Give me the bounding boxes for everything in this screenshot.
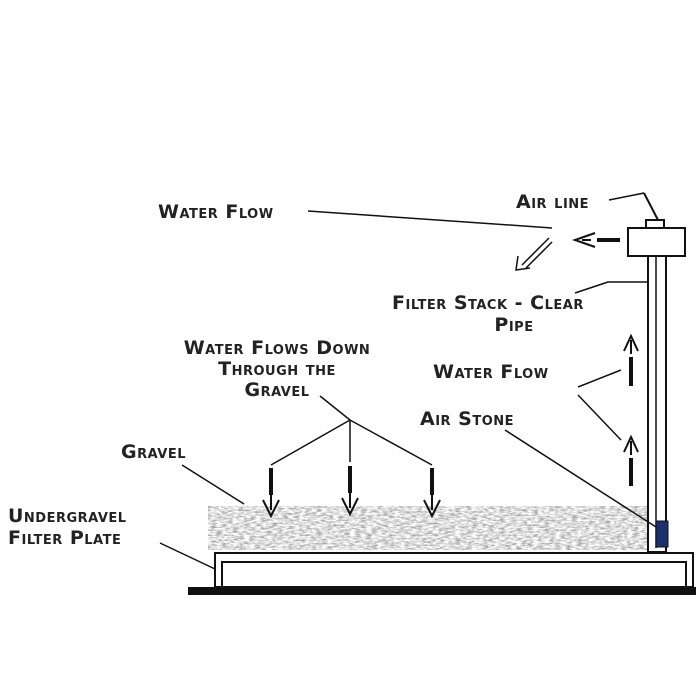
downflow-arrow-middle <box>341 466 359 517</box>
leader-downflow-3 <box>349 419 433 466</box>
base-floor <box>188 587 696 595</box>
downflow-arrows <box>262 466 441 519</box>
undergravel-filter-plate <box>214 552 694 588</box>
leader-water-flow-top <box>307 210 553 229</box>
label-water-flows-down-1: Water Flows Down <box>184 337 371 359</box>
leader-downflow-src <box>319 395 351 421</box>
label-filter-stack-1: Filter Stack - Clear <box>392 292 584 314</box>
leader-downflow-1 <box>270 419 351 466</box>
air-line-tube <box>643 192 659 221</box>
gravel-bed <box>208 506 648 550</box>
leader-water-flow-mid-up <box>577 369 622 388</box>
upflow-arrows <box>623 333 639 486</box>
leader-filter-stack <box>574 281 609 294</box>
downflow-arrow-left <box>262 468 280 519</box>
label-air-stone: Air Stone <box>420 408 514 430</box>
outflow-arrows <box>515 232 620 271</box>
leader-water-flow-mid-down <box>577 394 622 441</box>
label-gravel: Gravel <box>121 441 186 463</box>
filter-stack-pipe <box>627 219 686 553</box>
leader-gravel <box>181 464 245 505</box>
downflow-arrow-right <box>423 468 441 519</box>
outflow-arrow <box>571 232 596 248</box>
label-undergravel-1: Undergravel <box>8 505 127 527</box>
leader-undergravel <box>159 542 216 570</box>
label-undergravel-2: Filter Plate <box>8 527 121 549</box>
label-water-flow-top: Water Flow <box>158 201 274 223</box>
air-stone <box>655 520 669 548</box>
upflow-arrow-bottom <box>623 434 639 453</box>
leader-air-line <box>608 192 645 201</box>
label-water-flows-down-3: Gravel <box>244 379 309 401</box>
leader-lines <box>159 192 657 570</box>
upflow-arrow-top <box>623 333 639 352</box>
leader-air-stone <box>504 429 657 528</box>
label-water-flows-down-2: Through the <box>218 358 336 380</box>
label-water-flow-mid: Water Flow <box>433 361 549 383</box>
outflow-diagonal-arrow <box>515 237 553 271</box>
label-filter-stack-2: Pipe <box>494 314 533 336</box>
label-air-line: Air line <box>516 191 589 213</box>
